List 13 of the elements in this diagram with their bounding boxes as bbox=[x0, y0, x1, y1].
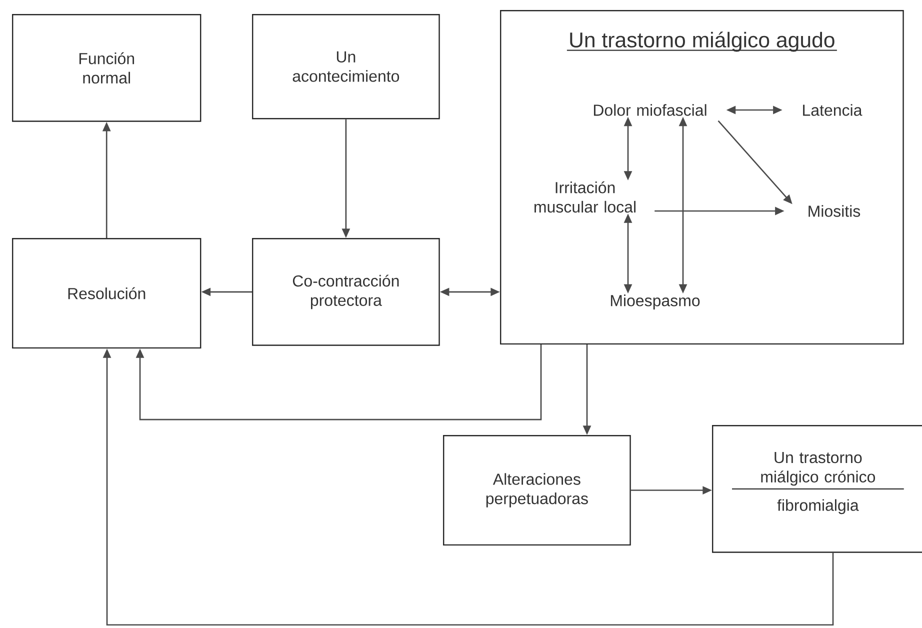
process-box: Co-contracción protectora bbox=[252, 238, 440, 346]
process-box: Función normal bbox=[12, 14, 202, 122]
process-box: Un acontecimiento bbox=[252, 14, 440, 120]
arrow bbox=[136, 344, 542, 420]
label-text: Latencia bbox=[803, 104, 862, 116]
label-text: Irritación muscular local bbox=[534, 181, 636, 213]
label-text: Mioespasmo bbox=[610, 294, 700, 310]
process-box: Un trastorno miálgico crónico fibromialgia bbox=[712, 425, 922, 553]
process-box: Alteraciones perpetuadoras bbox=[443, 435, 631, 546]
process-box: Resolución bbox=[12, 238, 202, 349]
label-text: Miositis bbox=[808, 205, 860, 217]
heading: Un trastorno miálgico agudo bbox=[566, 32, 837, 52]
label-text: Dolor miofascial bbox=[594, 104, 706, 116]
